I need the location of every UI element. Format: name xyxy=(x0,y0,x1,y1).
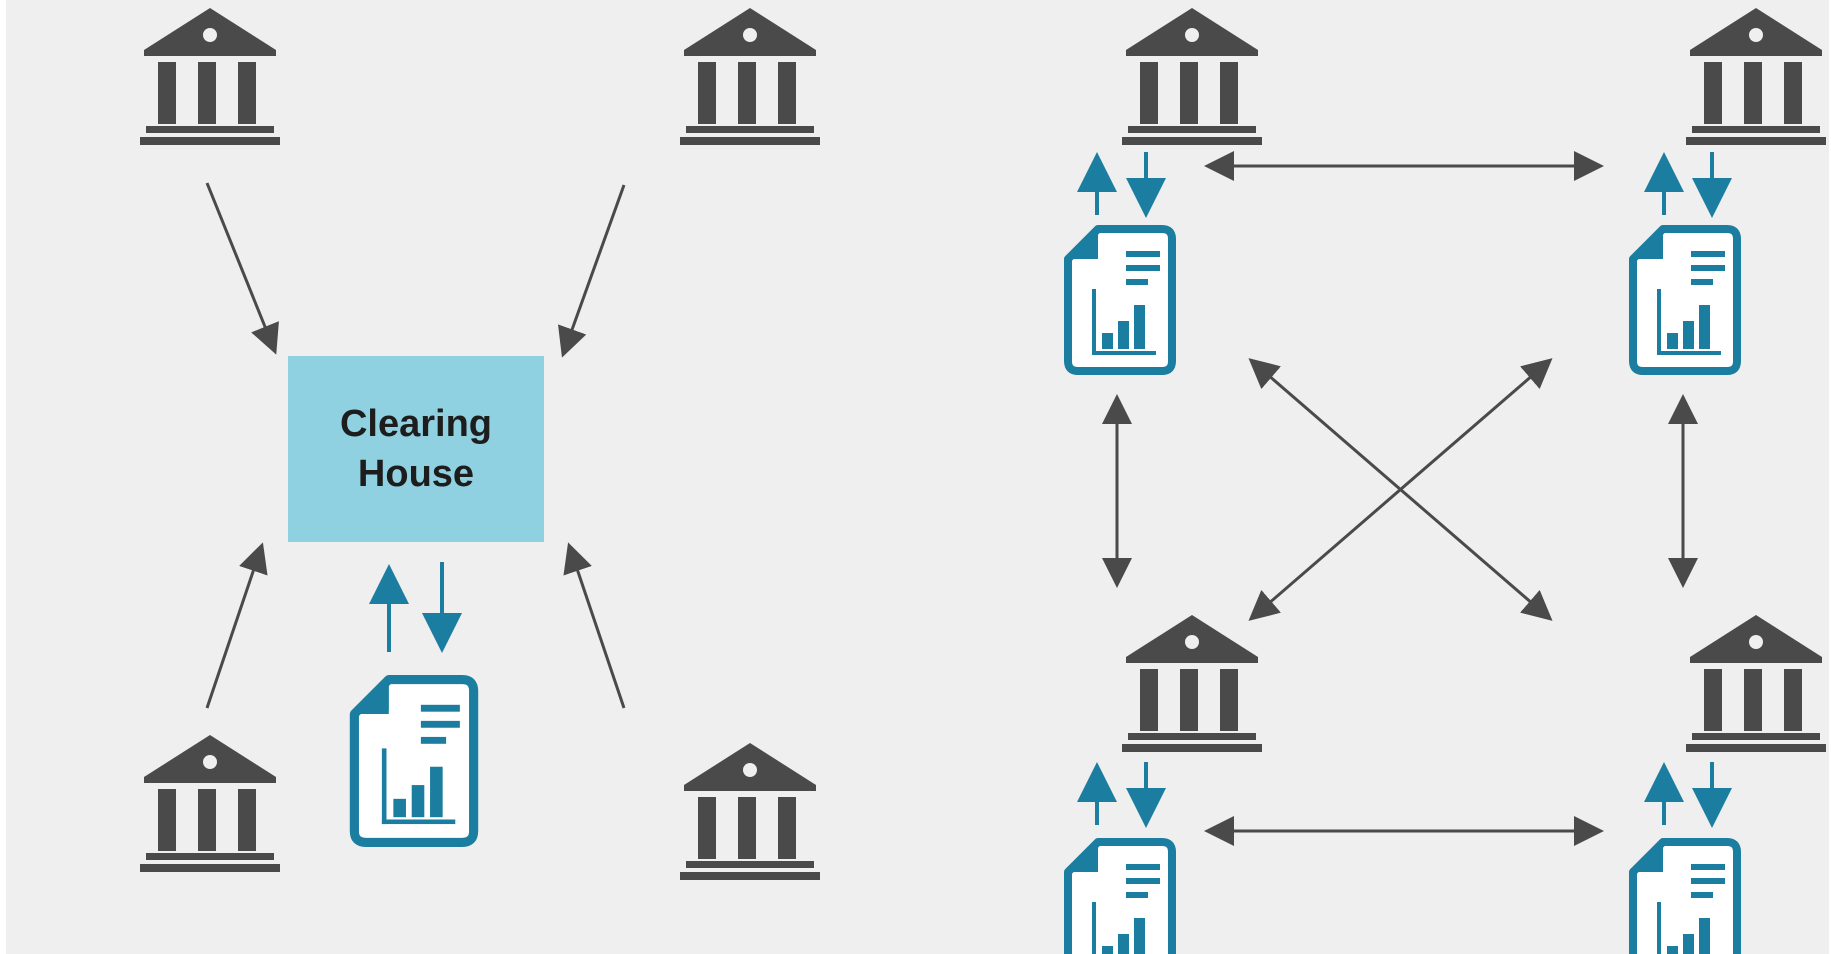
arrow-bottom-left-to-clearing-house xyxy=(205,542,268,709)
ledger-document-icon xyxy=(1068,842,1172,954)
arrow-bottom-right-to-clearing-house xyxy=(563,542,626,709)
clearing-house-box xyxy=(288,356,544,542)
ledger-document-icon xyxy=(1633,229,1737,371)
arrow-top-left-to-clearing-house xyxy=(205,182,279,355)
distributed-ledger-model xyxy=(1068,8,1826,954)
ledger-document-icon xyxy=(1633,842,1737,954)
double-arrow-diagonal-2 xyxy=(1248,358,1553,621)
teal-arrow-pair xyxy=(1077,152,1166,218)
ledger-document-icon xyxy=(1068,229,1172,371)
teal-arrow-pair xyxy=(1644,152,1732,218)
arrow-top-right-to-clearing-house xyxy=(557,184,626,358)
teal-arrow-pair xyxy=(1077,762,1166,828)
clearing-house-model xyxy=(140,8,820,880)
teal-arrow-pair xyxy=(1644,762,1732,828)
ledger-document-icon xyxy=(354,680,473,843)
